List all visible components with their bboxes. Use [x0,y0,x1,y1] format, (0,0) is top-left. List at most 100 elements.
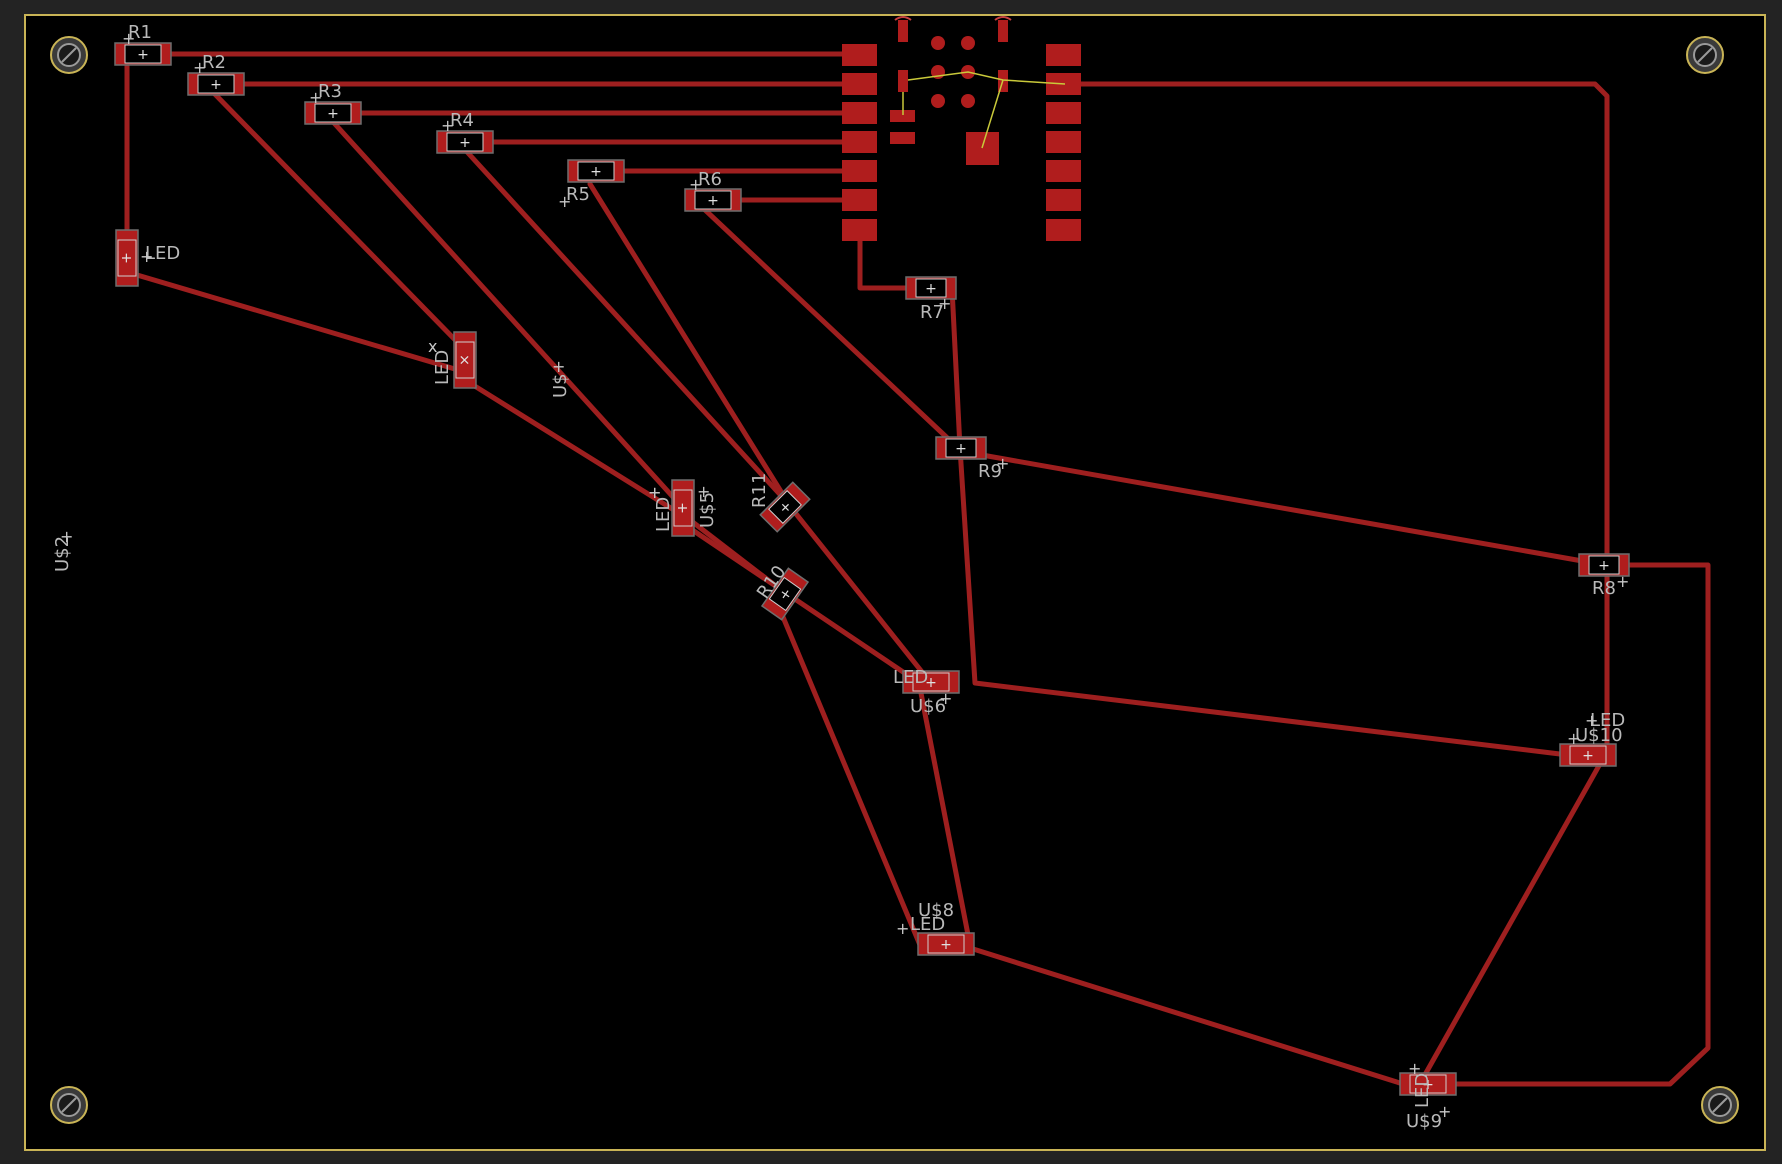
smd-pad-icon[interactable] [842,102,877,124]
resistor-r2[interactable]: + [187,72,245,96]
trace[interactable] [322,110,686,511]
svg-text:+: + [697,482,710,501]
svg-text:+: + [327,106,339,122]
trace[interactable] [775,602,923,948]
resistor-r11[interactable]: + [759,481,811,533]
smd-pad-icon[interactable] [1046,160,1081,182]
components-layer: ++++++++++++×+++++ [114,42,1630,1096]
led-us10[interactable]: + [1559,743,1617,767]
trace[interactable] [962,449,1608,568]
svg-text:+: + [925,675,937,691]
resistor-r5[interactable]: + [567,159,625,183]
via-icon [961,36,975,50]
trace[interactable] [202,81,468,353]
svg-text:+: + [925,281,937,297]
trace[interactable] [917,685,973,948]
mount-hole-top-right[interactable] [1686,36,1724,74]
svg-text:+: + [674,502,690,514]
label-r1: R1 [128,22,152,43]
label-r9: R9 [978,461,1002,482]
resistor-r3[interactable]: + [304,101,362,125]
switch-footprint[interactable] [890,16,1066,165]
trace[interactable] [949,285,1571,758]
smd-pad-icon[interactable] [842,73,877,95]
smd-pad-icon[interactable] [1046,189,1081,211]
led-us6[interactable]: + [902,670,960,694]
trace[interactable] [967,945,1406,1087]
svg-text:+: + [648,483,661,502]
header-connector-left[interactable] [842,44,877,241]
svg-text:+: + [938,294,951,313]
label-us10: U$10 [1575,725,1623,746]
mount-hole-top-left[interactable] [50,36,88,74]
led-us9[interactable]: + [1399,1072,1457,1096]
led-left[interactable]: + [115,229,139,287]
label-r2: R2 [202,52,226,73]
svg-text:x: x [428,337,437,356]
trace[interactable] [124,269,468,375]
label-led6: LED [893,667,928,688]
smd-pad-icon[interactable] [842,44,877,66]
resistor-r9[interactable]: + [935,436,987,460]
svg-text:+: + [1582,748,1594,764]
label-led-mid: LED [432,350,453,385]
resistor-r7[interactable]: + [905,276,957,300]
svg-text:+: + [140,247,153,266]
svg-text:+: + [459,135,471,151]
svg-text:+: + [193,58,206,77]
svg-text:+: + [118,252,134,264]
led-center[interactable]: + [671,479,695,537]
svg-text:+: + [210,77,222,93]
trace[interactable] [587,181,788,501]
smd-pad-icon[interactable] [842,189,877,211]
trace[interactable] [1419,752,1608,1083]
label-led9: LED [1412,1073,1433,1108]
trace[interactable] [1452,562,1711,1087]
mount-hole-bottom-right[interactable] [1701,1086,1739,1124]
resistor-r8[interactable]: + [1578,553,1630,577]
mount-hole-bottom-left[interactable] [50,1086,88,1124]
header-connector-right[interactable] [1046,44,1081,241]
label-led8: LED [910,914,945,935]
resistor-r10[interactable]: + [760,567,810,621]
via-icon [931,94,945,108]
origin-markers: + + + + + + + + + + + + + + + + + + + + … [60,29,1629,1121]
svg-text:+: + [1616,572,1629,591]
led-mid[interactable]: × [453,331,477,389]
board-outline [24,14,1766,1151]
trace[interactable] [1062,81,1610,568]
smd-pad-icon[interactable] [842,131,877,153]
svg-text:+: + [1585,711,1598,730]
trace[interactable] [700,205,961,451]
via-icon [961,94,975,108]
component-labels: R1 R2 R3 R4 R5 R6 R7 R8 R9 R10 R11 LED L… [52,22,1625,1132]
smd-pad-icon[interactable] [1046,44,1081,66]
svg-text:+: + [60,527,73,546]
smd-pad-icon[interactable] [842,219,877,241]
svg-text:+: + [1567,729,1580,748]
smd-pad-icon[interactable] [1046,131,1081,153]
svg-text:+: + [558,192,571,211]
resistor-r1[interactable]: + [114,42,172,66]
svg-text:+: + [309,88,322,107]
via-icon [931,36,945,50]
resistor-r4[interactable]: + [436,130,494,154]
trace[interactable] [857,227,913,291]
smd-pad-icon[interactable] [1046,102,1081,124]
svg-text:+: + [137,47,149,63]
label-r5: R5 [566,184,590,205]
led-us8[interactable]: + [917,932,975,956]
label-r8: R8 [1592,578,1616,599]
resistor-r6[interactable]: + [684,188,742,212]
svg-text:+: + [590,164,602,180]
label-r11: R11 [749,473,770,508]
trace[interactable] [682,522,918,683]
svg-text:+: + [707,193,719,209]
svg-text:+: + [1438,1102,1451,1121]
smd-pad-icon[interactable] [842,160,877,182]
label-us2: U$2 [52,536,73,572]
smd-pad-icon[interactable] [1046,219,1081,241]
svg-text:+: + [552,357,565,376]
label-r6: R6 [698,169,722,190]
